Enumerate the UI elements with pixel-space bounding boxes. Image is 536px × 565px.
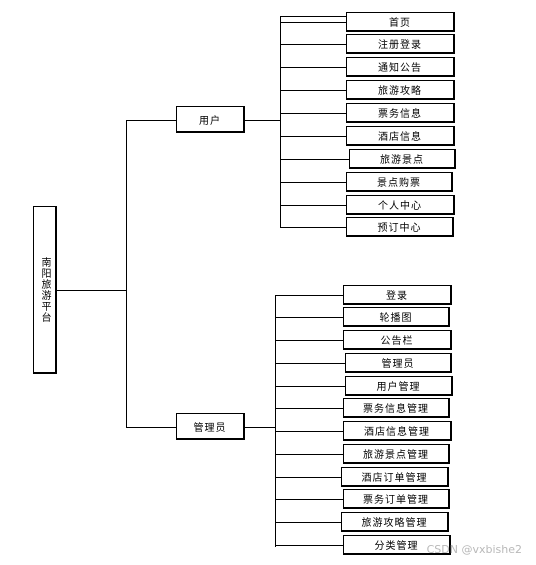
admin-item-node: 旅游景点管理 (343, 444, 450, 464)
admin-node-label: 管理员 (193, 422, 227, 434)
user-item-node: 旅游攻略 (346, 80, 455, 100)
user-item-node: 票务信息 (346, 103, 455, 123)
admin-item-node: 票务订单管理 (343, 489, 450, 509)
user-item-connector (280, 44, 346, 45)
main-trunk (126, 120, 127, 428)
user-item-label: 票务信息 (378, 109, 422, 120)
user-item-node: 个人中心 (346, 195, 455, 215)
admin-item-label: 公告栏 (380, 336, 414, 347)
admin-item-node: 酒店信息管理 (343, 421, 452, 441)
admin-item-connector (275, 317, 343, 318)
admin-trunk-connector (245, 427, 275, 428)
user-item-label: 首页 (389, 18, 411, 29)
admin-trunk (275, 296, 276, 547)
admin-item-node: 轮播图 (343, 307, 450, 327)
user-item-node: 预订中心 (346, 217, 454, 237)
admin-item-node: 管理员 (345, 353, 452, 373)
user-item-label: 景点购票 (377, 178, 421, 189)
user-item-connector (280, 227, 346, 228)
user-node: 用户 (176, 106, 245, 133)
user-node-label: 用户 (199, 115, 221, 127)
admin-item-node: 酒店订单管理 (341, 467, 449, 487)
admin-item-node: 用户管理 (345, 376, 453, 396)
admin-item-connector (275, 408, 343, 409)
user-item-label: 预订中心 (377, 223, 422, 234)
admin-node: 管理员 (176, 413, 245, 440)
admin-item-node: 公告栏 (343, 330, 452, 350)
admin-item-label: 票务订单管理 (363, 495, 429, 506)
user-item-connector (280, 205, 346, 206)
root-label: 南阳旅游平台 (39, 256, 50, 323)
admin-item-label: 管理员 (381, 359, 415, 370)
admin-item-node: 登录 (343, 285, 452, 305)
user-item-label: 个人中心 (378, 201, 422, 212)
user-item-label: 旅游攻略 (378, 86, 422, 97)
admin-item-connector (275, 477, 341, 478)
user-item-node: 景点购票 (346, 172, 453, 192)
admin-item-label: 酒店信息管理 (364, 427, 430, 438)
admin-item-label: 旅游景点管理 (363, 450, 429, 461)
admin-item-node: 分类管理 (343, 535, 451, 555)
admin-branch-connector (126, 427, 176, 428)
user-item-node: 通知公告 (346, 57, 455, 77)
root-node: 南阳旅游平台 (33, 206, 57, 374)
admin-item-node: 旅游攻略管理 (341, 512, 449, 532)
root-connector (57, 290, 126, 291)
admin-item-connector (275, 522, 341, 523)
admin-item-connector (275, 295, 343, 296)
user-item-label: 旅游景点 (380, 155, 424, 166)
admin-item-label: 用户管理 (376, 382, 421, 393)
admin-item-connector (275, 340, 343, 341)
user-item-connector (280, 182, 346, 183)
user-item-connector (280, 67, 346, 68)
admin-item-label: 轮播图 (379, 313, 413, 324)
user-item-connector (280, 90, 346, 91)
user-item-node: 酒店信息 (346, 126, 455, 146)
admin-item-connector (275, 545, 343, 546)
admin-item-label: 旅游攻略管理 (361, 518, 428, 529)
user-top-stub (280, 16, 346, 17)
admin-item-connector (275, 386, 345, 387)
user-item-node: 注册登录 (346, 34, 455, 54)
user-item-connector (280, 136, 346, 137)
user-item-label: 通知公告 (378, 63, 422, 74)
user-trunk (280, 16, 281, 228)
user-item-connector (280, 159, 349, 160)
user-item-node: 首页 (346, 12, 455, 32)
user-trunk-connector (245, 120, 280, 121)
admin-item-label: 登录 (386, 291, 408, 302)
user-branch-connector (126, 120, 176, 121)
admin-item-connector (275, 363, 345, 364)
user-item-connector (280, 22, 346, 23)
user-item-connector (280, 113, 346, 114)
watermark-text: CSDN @vxbishe2 (426, 543, 522, 556)
user-item-label: 注册登录 (378, 40, 422, 51)
admin-item-connector (275, 454, 343, 455)
admin-item-label: 分类管理 (374, 541, 419, 552)
admin-item-label: 酒店订单管理 (361, 473, 428, 484)
admin-item-label: 票务信息管理 (363, 404, 429, 415)
user-item-node: 旅游景点 (349, 149, 456, 169)
admin-item-connector (275, 499, 343, 500)
admin-item-connector (275, 431, 343, 432)
admin-item-node: 票务信息管理 (343, 398, 450, 418)
user-item-label: 酒店信息 (378, 132, 422, 143)
